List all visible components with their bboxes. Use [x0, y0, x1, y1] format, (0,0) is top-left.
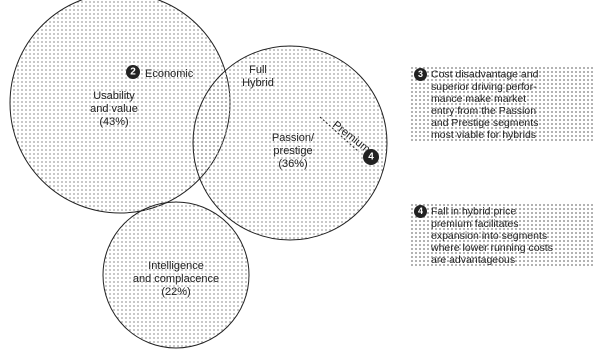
badge-2-icon [126, 65, 140, 79]
note-3-line6: most viable for hybrids [431, 129, 537, 141]
badge-4-number: 4 [368, 152, 374, 163]
note-4: 4 Fall in hybrid price premium facilitate… [410, 203, 594, 268]
usability-label-line2: and value [90, 103, 138, 115]
note-3: 3 Cost disadvantage and superior driving … [410, 66, 594, 143]
note-4-line3: expansion into segments [431, 230, 548, 242]
passion-label-line3: (36%) [278, 158, 307, 170]
passion-label-line1: Passion/ [272, 132, 315, 144]
full-hybrid-line2: Hybrid [242, 77, 274, 89]
premium-connector [319, 116, 360, 153]
note-4-line4: where lower running costs [431, 242, 553, 254]
usability-label-line1: Usability [93, 90, 135, 102]
circle-passion: Passion/ prestige (36%) [192, 45, 388, 241]
intelligence-label-line2: and complacence [133, 273, 219, 285]
badge-2-number: 2 [130, 67, 136, 78]
note-3-line5: and Prestige segments [431, 117, 539, 129]
full-hybrid-line1: Full [249, 64, 267, 76]
intelligence-label-line3: (22%) [161, 286, 190, 298]
note-3-line4: entry from the Passion [431, 105, 537, 117]
note-4-line2: premium facilitates [431, 218, 519, 230]
circle-usability: Usability and value (43%) [9, 0, 231, 214]
note-3-number-icon: 3 [414, 68, 427, 81]
full-hybrid-tag: Full Hybrid [242, 64, 274, 89]
note-4-number-icon: 4 [414, 205, 427, 218]
note-3-line3: mance make market [431, 93, 527, 105]
badge-4-icon [363, 149, 379, 165]
intelligence-label-line1: Intelligence [148, 260, 204, 272]
note-4-line5: are advantageous [431, 254, 516, 266]
note-3-line2: superior driving perfor- [431, 81, 537, 93]
usability-label-line3: (43%) [99, 116, 128, 128]
note-4-line1: Fall in hybrid price [431, 205, 517, 218]
economic-label: Economic [145, 68, 194, 80]
passion-label-line2: prestige [273, 145, 312, 157]
economic-tag: 2 Economic [126, 65, 194, 80]
note-3-line1: Cost disadvantage and [431, 68, 539, 81]
circle-intelligence: Intelligence and complacence (22%) [102, 201, 250, 349]
